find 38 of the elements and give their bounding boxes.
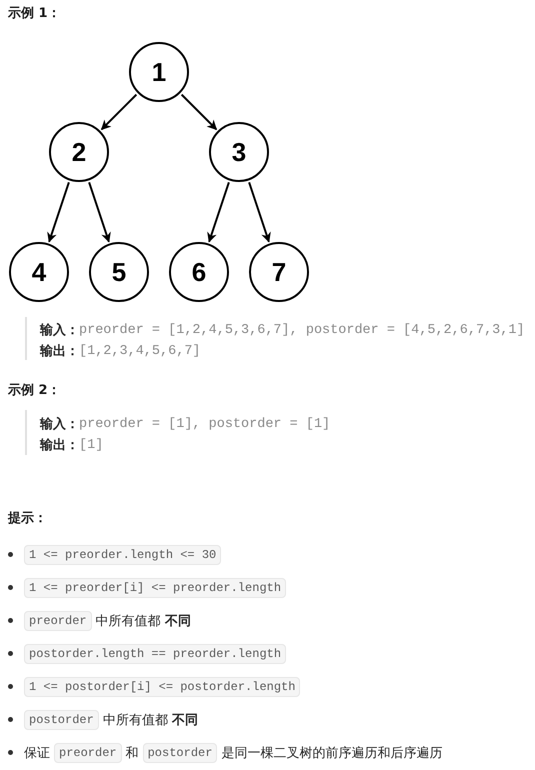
inline-code: preorder [54,743,122,763]
arrow [88,182,111,243]
text: 保证 [24,745,50,762]
node-value: 3 [232,136,246,168]
node-value: 6 [192,256,206,288]
node-value: 5 [112,256,126,288]
code-text: [1] [79,438,104,452]
field-label: 输出： [40,343,79,360]
arrow [180,94,218,130]
text: 中所有值都 不同 [102,712,198,729]
inline-code: postorder [24,710,99,730]
field-label: 输入： [40,416,79,433]
section-heading: 示例 1： [8,5,61,22]
inline-code: 1 <= postorder[i] <= postorder.length [24,677,300,697]
inline-code: 1 <= preorder.length <= 30 [24,545,222,565]
arrow [207,182,230,243]
inline-code: preorder [24,611,92,631]
field-label: 输入： [40,322,79,339]
code-text: preorder = [1,2,4,5,3,6,7], postorder = [4,5,2,6,7,3,1] [79,322,525,338]
section-heading: 提示： [8,510,47,527]
inline-code: postorder [142,743,218,763]
code-text: preorder = [1], postorder = [1] [79,416,330,432]
text: 中所有值都 不同 [96,613,191,630]
node-value: 7 [272,256,286,288]
field-label: 输出： [40,437,79,454]
section-heading: 示例 2： [8,382,61,399]
arrow [248,182,271,243]
tree-node-circle [129,42,189,102]
text: 是同一棵二叉树的前序遍历和后序遍历 [221,745,442,762]
arrow [100,94,138,130]
inline-code: postorder.length == preorder.length [24,644,286,664]
inline-code: 1 <= preorder[i] <= preorder.length [24,578,286,598]
code-text: [1,2,3,4,5,6,7] [79,344,201,358]
node-value: 4 [32,256,46,288]
arrow [47,182,70,243]
text: 和 [126,745,139,762]
node-value: 1 [152,56,166,88]
node-value: 2 [72,136,86,168]
